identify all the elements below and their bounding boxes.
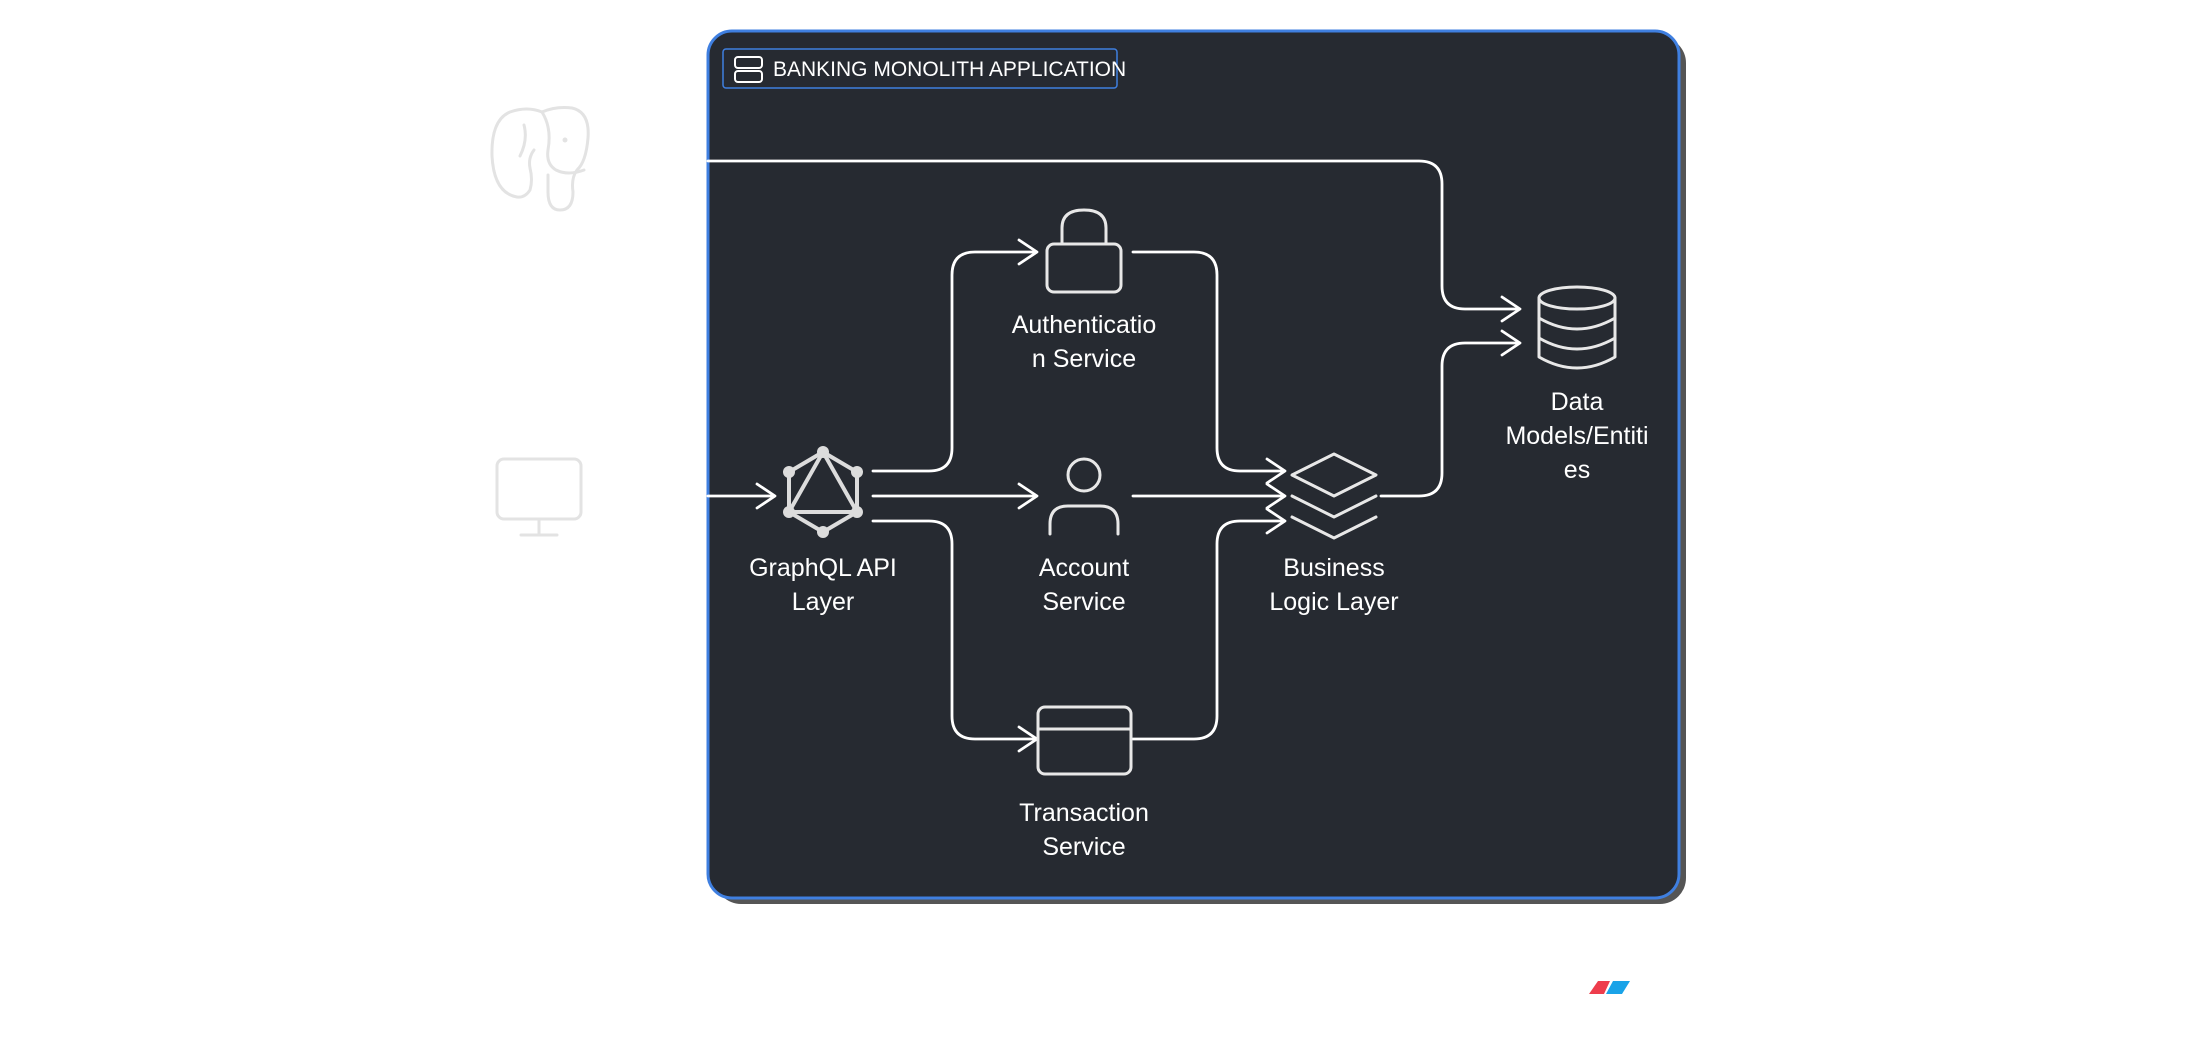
business-label-line-2: Logic Layer (1269, 588, 1398, 616)
database-icon (1537, 285, 1617, 370)
data-label-line-1: Data (1551, 388, 1604, 416)
layers-icon (1290, 452, 1378, 540)
node-graphql[interactable]: GraphQL API Layer (749, 446, 897, 616)
arrowhead-graphql (755, 482, 777, 510)
node-data[interactable]: Data Models/Entiti es (1505, 285, 1649, 484)
watermark-logo (1589, 981, 1630, 994)
arrowhead-business-1 (1265, 457, 1287, 485)
auth-label-line-2: n Service (1032, 345, 1136, 373)
transaction-label-line-2: Service (1042, 833, 1125, 861)
arrowhead-data-1 (1500, 295, 1522, 323)
account-label-line-1: Account (1039, 554, 1129, 582)
business-label-line-1: Business (1283, 554, 1384, 582)
credit-card-icon (1036, 705, 1133, 776)
lock-icon (1045, 208, 1123, 294)
user-icon (1048, 457, 1120, 536)
arrowhead-data-2 (1500, 329, 1522, 357)
group-title: BANKING MONOLITH APPLICATION (773, 58, 1126, 81)
arrowhead-account (1017, 482, 1039, 510)
data-label-line-2: Models/Entiti (1505, 422, 1648, 450)
arrowhead-business-2 (1265, 482, 1287, 510)
transaction-label-line-1: Transaction (1019, 799, 1149, 827)
edge-business-data (1379, 341, 1520, 498)
graphql-label-line-1: GraphQL API (749, 554, 897, 582)
arrowhead-auth (1017, 238, 1039, 266)
node-auth[interactable]: Authenticatio n Service (1012, 208, 1157, 373)
node-account[interactable]: Account Service (1039, 457, 1129, 616)
postgresql-elephant-icon[interactable] (490, 106, 590, 212)
edge-graphql-auth (871, 250, 1037, 473)
graphql-icon (783, 446, 863, 538)
edge-transaction-business (1131, 519, 1285, 741)
server-icon (734, 56, 763, 83)
edges (706, 159, 1522, 753)
edge-postgresql-data (706, 159, 1520, 311)
node-business[interactable]: Business Logic Layer (1269, 452, 1399, 616)
account-label-line-2: Service (1042, 588, 1125, 616)
edge-auth-business (1131, 250, 1285, 473)
auth-label-line-1: Authenticatio (1012, 311, 1157, 339)
data-label-line-3: es (1564, 456, 1590, 484)
monitor-icon[interactable] (495, 457, 583, 537)
group-label-badge: BANKING MONOLITH APPLICATION (722, 48, 1126, 89)
arrowhead-business-3 (1265, 507, 1287, 535)
group-label-badge-box (722, 48, 1118, 89)
edge-graphql-transaction (871, 519, 1037, 741)
graphql-label-line-2: Layer (792, 588, 855, 616)
node-transaction[interactable]: Transaction Service (1019, 705, 1149, 861)
